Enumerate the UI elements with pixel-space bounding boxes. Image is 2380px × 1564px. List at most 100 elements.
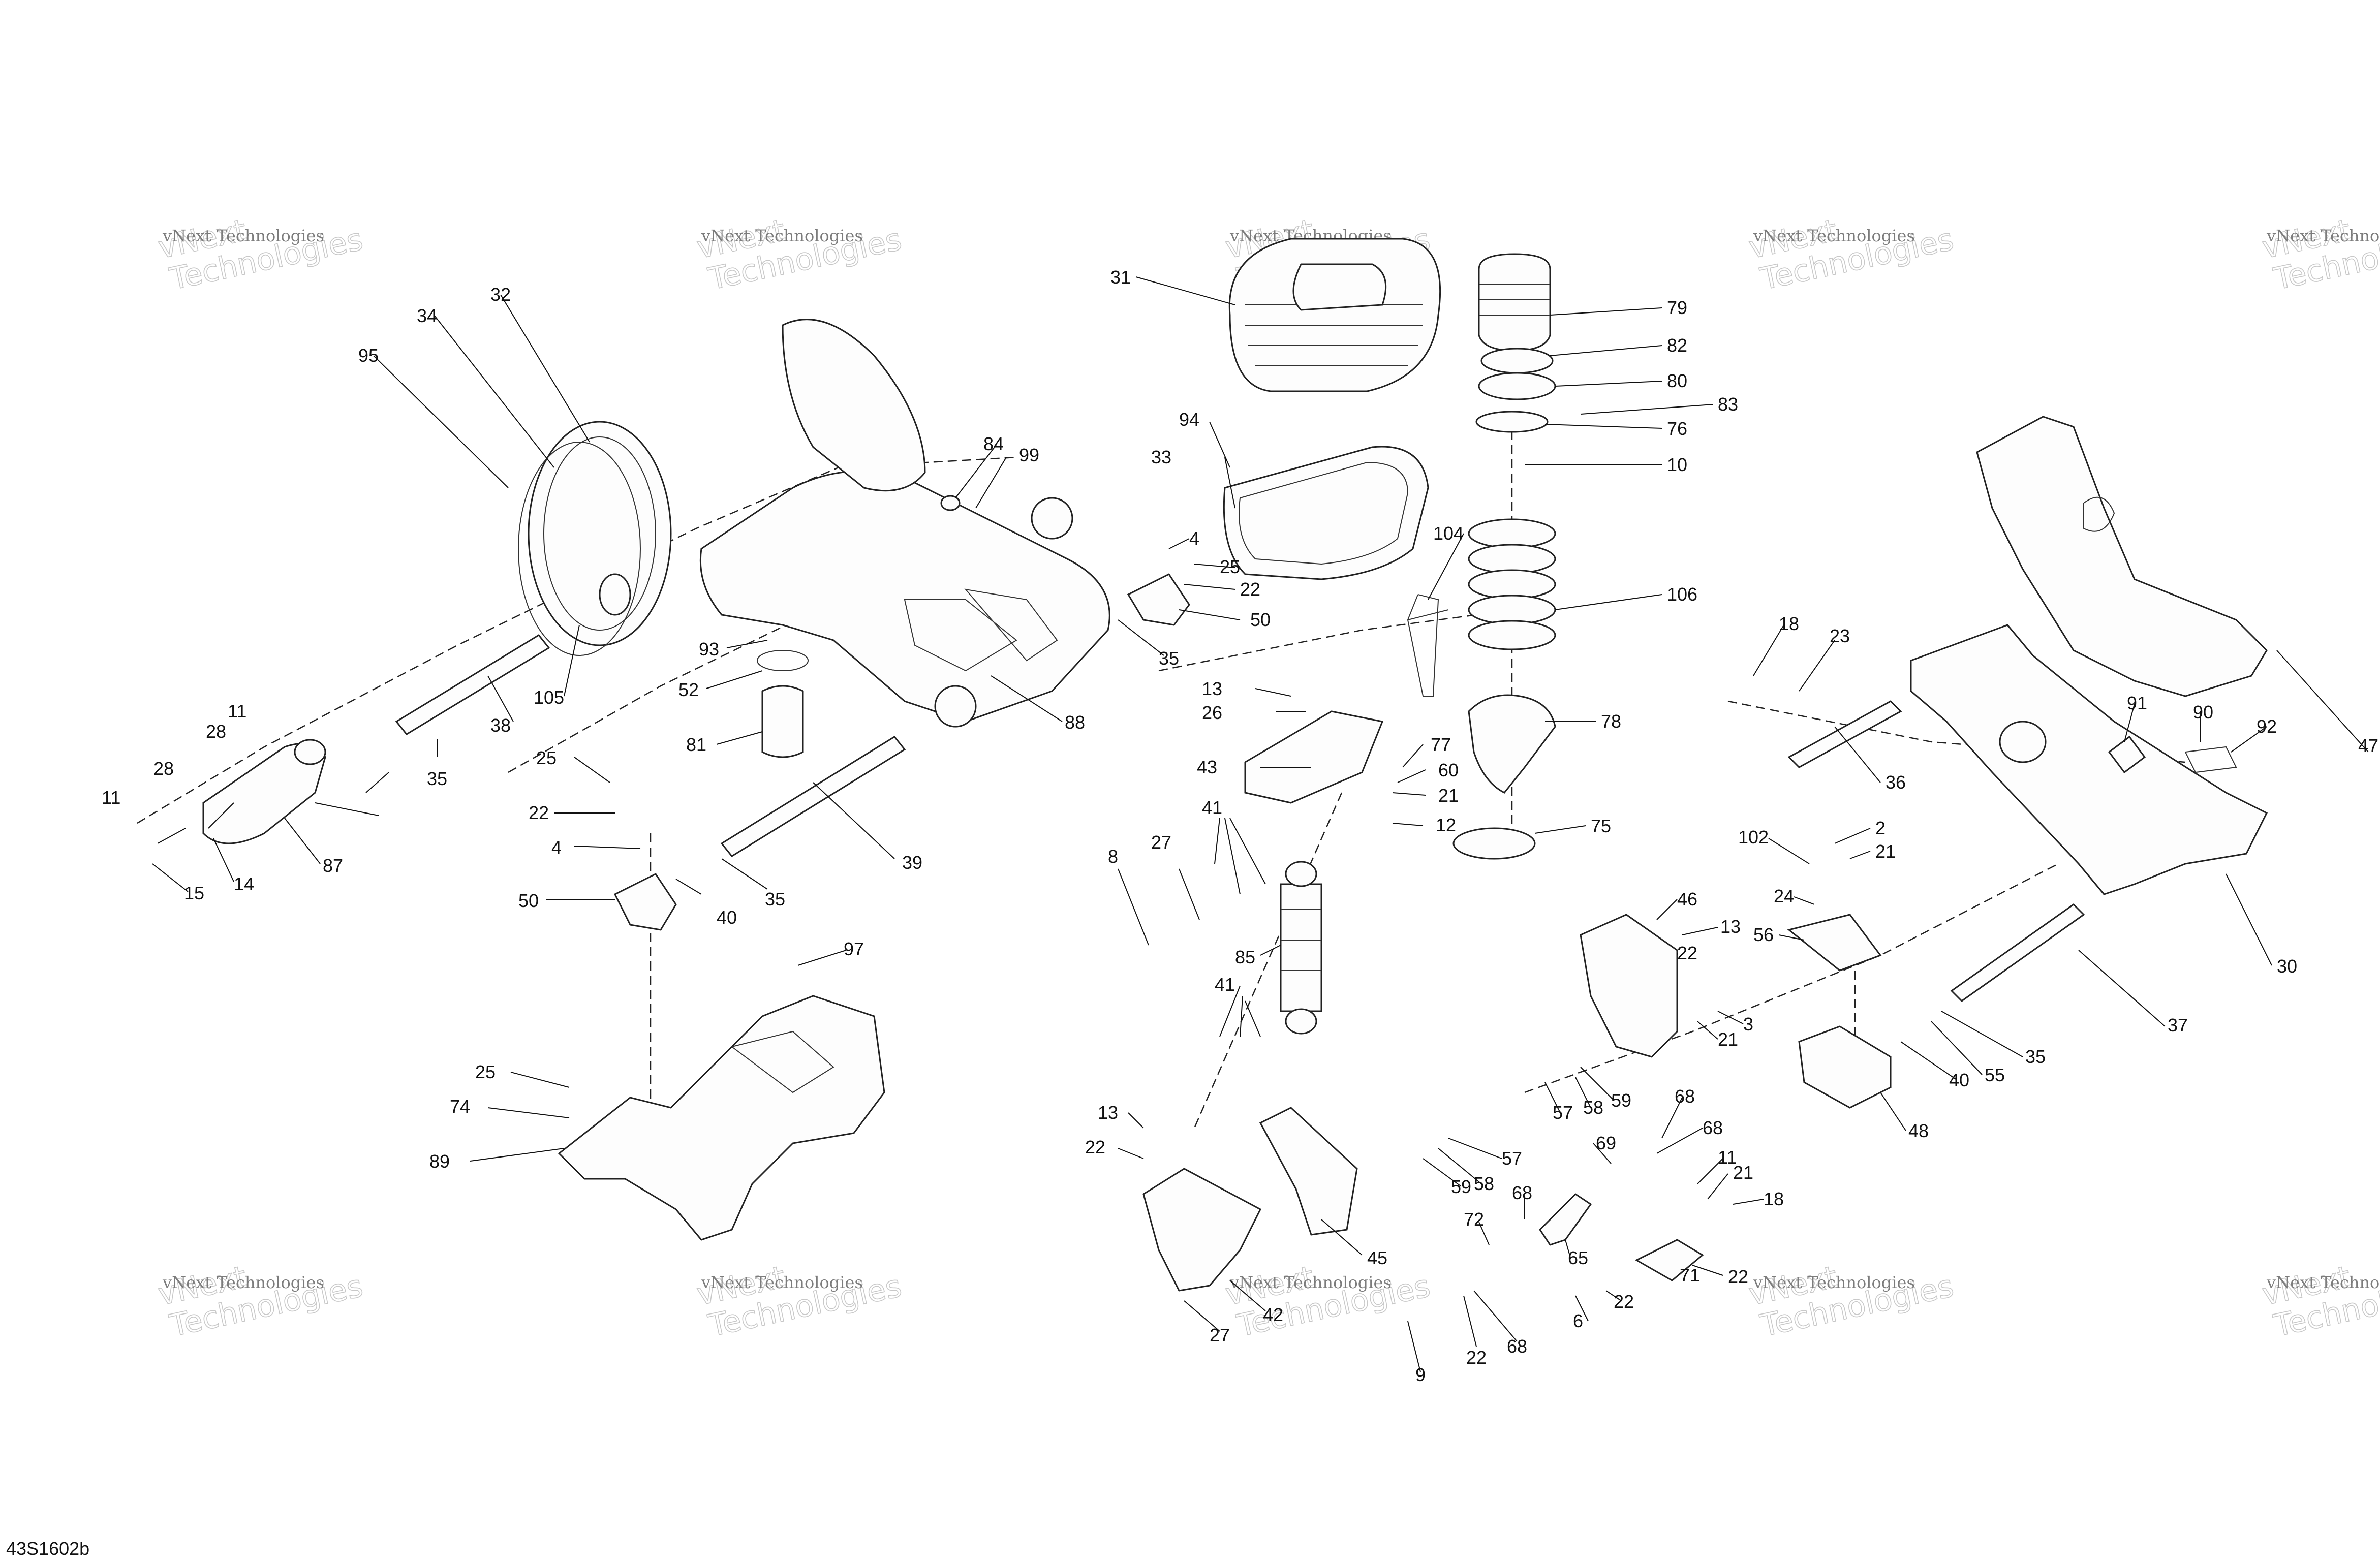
- callout-60: 60: [1438, 760, 1459, 780]
- part-89-frame: [558, 995, 885, 1241]
- callout-68-b: 68: [1703, 1117, 1723, 1138]
- callout-105: 105: [534, 687, 564, 708]
- part-71-bracket: [1634, 1239, 1704, 1281]
- callout-21-c: 21: [1718, 1029, 1738, 1050]
- callout-13-b: 13: [1098, 1102, 1118, 1123]
- callout-11-b: 11: [102, 787, 120, 808]
- part-88-swing-arm: [699, 319, 1110, 728]
- callout-74: 74: [450, 1096, 470, 1117]
- callout-35: 35: [1159, 648, 1179, 669]
- callout-45: 45: [1367, 1247, 1387, 1268]
- callout-83: 83: [1718, 394, 1738, 415]
- part-50-bracket: [613, 873, 677, 931]
- callout-35-d: 35: [2025, 1046, 2046, 1067]
- callout-38: 38: [490, 715, 511, 736]
- callout-43: 43: [1197, 757, 1217, 777]
- callout-40: 40: [717, 907, 737, 928]
- callout-55: 55: [1985, 1065, 2005, 1085]
- part-65-link: [1539, 1193, 1592, 1246]
- callout-75: 75: [1591, 816, 1611, 836]
- callout-59-b: 59: [1451, 1176, 1471, 1197]
- callout-28-b: 28: [153, 758, 174, 779]
- callout-56: 56: [1753, 924, 1774, 945]
- callout-13-c: 13: [1720, 916, 1741, 937]
- callout-68-d: 68: [1507, 1336, 1527, 1357]
- watermark-text: vNext Technologies: [1229, 1273, 1392, 1292]
- watermark-text: vNext Technologies: [1753, 226, 1915, 245]
- callout-46: 46: [1677, 889, 1697, 910]
- callout-41-b: 41: [1215, 974, 1235, 995]
- callout-69: 69: [1596, 1133, 1616, 1153]
- callout-57-b: 57: [1502, 1148, 1522, 1169]
- part-79-spring-top: [1475, 253, 1556, 433]
- callout-72: 72: [1464, 1209, 1484, 1230]
- callout-76: 76: [1667, 418, 1687, 439]
- callout-22-d: 22: [1677, 943, 1697, 963]
- callout-6: 6: [1573, 1310, 1583, 1331]
- callout-68: 68: [1675, 1086, 1695, 1107]
- callout-36: 36: [1886, 772, 1906, 793]
- callout-14: 14: [234, 873, 254, 894]
- callout-39: 39: [902, 852, 922, 873]
- callout-15: 15: [184, 883, 204, 903]
- callout-58-b: 58: [1474, 1173, 1494, 1194]
- callout-18-b: 18: [1764, 1188, 1784, 1209]
- callout-13: 13: [1202, 678, 1222, 699]
- callout-57: 57: [1553, 1102, 1573, 1123]
- callout-50-b: 50: [518, 890, 539, 911]
- callout-77: 77: [1431, 734, 1451, 755]
- callout-97: 97: [844, 939, 864, 959]
- part-30-swing-arm: [1910, 624, 2268, 895]
- callout-80: 80: [1667, 370, 1687, 391]
- callout-84: 84: [983, 433, 1004, 454]
- callout-labels: 31 79 82 80 83 76 10 34 32 95 94 84 99 3…: [102, 267, 2378, 1385]
- callout-4: 4: [1189, 528, 1199, 549]
- callout-99: 99: [1019, 445, 1039, 465]
- part-33-gasket: [1223, 446, 1429, 580]
- part-45-bracket: [1259, 1107, 1358, 1236]
- callout-58: 58: [1583, 1097, 1603, 1118]
- leader-lines: [152, 276, 2369, 1372]
- callout-25: 25: [1220, 556, 1240, 577]
- watermark-text: vNext Technologies: [162, 226, 324, 245]
- callout-91: 91: [2127, 693, 2147, 713]
- callout-25-b: 25: [536, 747, 557, 768]
- part-34-ring: [518, 442, 641, 656]
- callout-35-c: 35: [765, 889, 785, 910]
- part-81-boot: [757, 650, 809, 758]
- callout-104: 104: [1433, 523, 1464, 544]
- callout-102: 102: [1738, 827, 1769, 848]
- callout-85: 85: [1235, 947, 1255, 967]
- callout-65: 65: [1568, 1247, 1588, 1268]
- callout-18: 18: [1779, 613, 1799, 634]
- callout-79: 79: [1667, 297, 1687, 318]
- part-56-plate: [1787, 914, 1882, 972]
- callout-25-c: 25: [475, 1061, 496, 1082]
- part-91-small-bracket: [2108, 735, 2237, 774]
- callout-10: 10: [1667, 454, 1687, 475]
- callout-26: 26: [1202, 702, 1222, 723]
- part-104-clip: [1407, 594, 1449, 697]
- callout-90: 90: [2193, 702, 2213, 723]
- watermark-text: vNext Technologies: [2266, 226, 2380, 245]
- part-50-bracket-upper: [1127, 573, 1190, 626]
- callout-82: 82: [1667, 335, 1687, 356]
- callout-34: 34: [417, 305, 437, 326]
- callout-87: 87: [323, 855, 343, 876]
- watermark-text: vNext Technologies: [701, 1273, 863, 1292]
- callout-95: 95: [358, 345, 379, 366]
- callout-40-b: 40: [1949, 1070, 1969, 1090]
- callout-23: 23: [1830, 625, 1850, 646]
- part-31-cover: [1228, 238, 1441, 392]
- callout-27: 27: [1151, 832, 1171, 853]
- callout-24: 24: [1774, 886, 1794, 906]
- callout-22-g: 22: [1466, 1347, 1487, 1368]
- part-43-plate: [1244, 710, 1384, 804]
- callout-37: 37: [2168, 1015, 2188, 1036]
